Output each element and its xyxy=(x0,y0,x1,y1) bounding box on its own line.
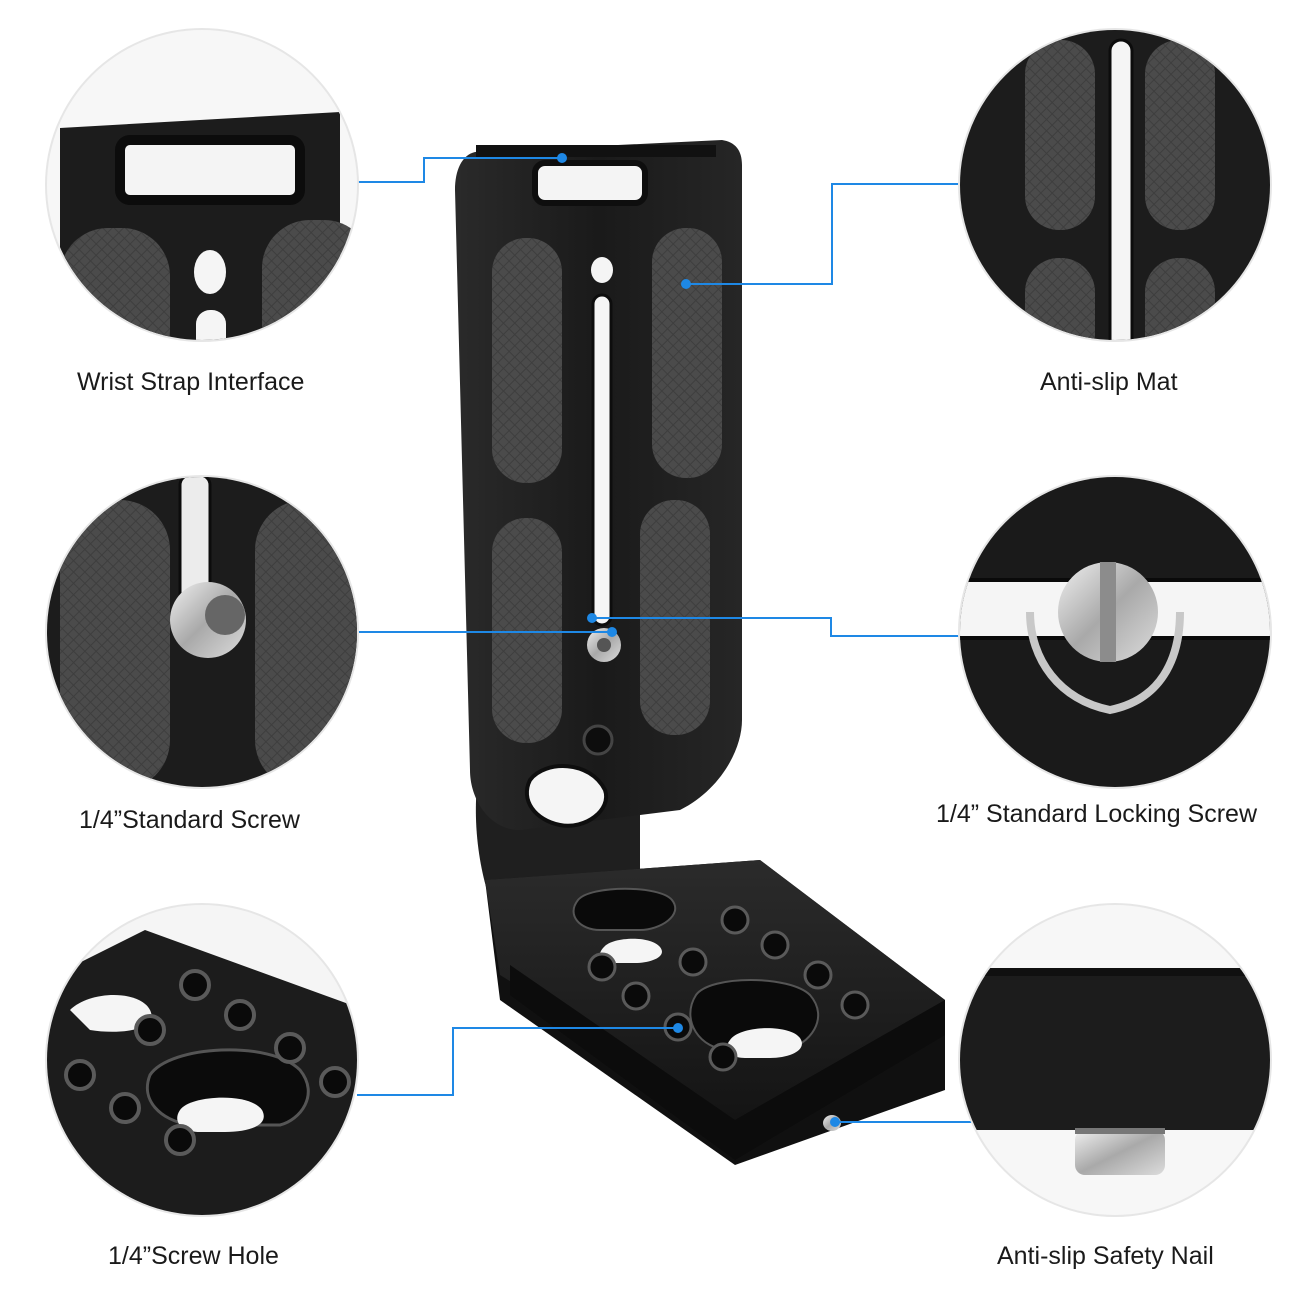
callout-lines xyxy=(357,157,975,1123)
label-standard-screw: 1/4”Standard Screw xyxy=(79,806,300,834)
pad xyxy=(492,518,562,743)
zoom-wrist-strap xyxy=(45,28,359,342)
wrist-strap-slot xyxy=(532,160,648,206)
pad xyxy=(652,228,722,478)
l-bracket xyxy=(455,140,945,1165)
pad xyxy=(492,238,562,483)
zoom-screw-holes xyxy=(45,903,359,1217)
label-anti-slip-mat: Anti-slip Mat xyxy=(1040,368,1178,396)
label-standard-locking-screw: 1/4” Standard Locking Screw xyxy=(936,800,1258,828)
label-anti-slip-safety-nail: Anti-slip Safety Nail xyxy=(997,1242,1214,1270)
zoom-anti-slip-mat xyxy=(958,28,1272,342)
callout-dots xyxy=(557,153,840,1127)
zoom-standard-screw xyxy=(45,475,359,789)
vertical-plate xyxy=(455,140,742,830)
label-screw-hole: 1/4”Screw Hole xyxy=(108,1242,279,1270)
base-plate xyxy=(485,860,945,1165)
zoom-locking-screw xyxy=(958,475,1272,789)
zoom-safety-nail xyxy=(958,903,1272,1217)
label-wrist-strap-interface: Wrist Strap Interface xyxy=(77,368,305,396)
